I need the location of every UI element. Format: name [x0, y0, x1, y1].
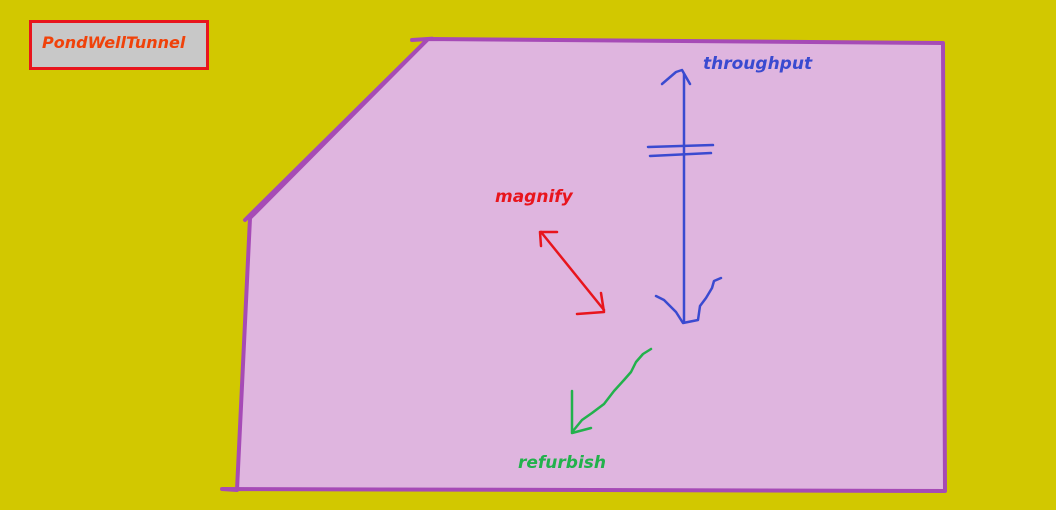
main-shape-edge-top-left	[243, 36, 434, 222]
refurbish-arrow	[570, 347, 653, 435]
magnify-arrow	[538, 230, 606, 316]
title-box: PondWellTunnel	[29, 20, 209, 70]
throughput-arrow	[646, 68, 723, 325]
throughput-label: throughput	[703, 54, 813, 74]
magnify-label: magnify	[495, 187, 573, 207]
main-shape	[220, 37, 947, 493]
refurbish-label: refurbish	[518, 453, 607, 473]
diagram-title: PondWellTunnel	[42, 33, 186, 52]
